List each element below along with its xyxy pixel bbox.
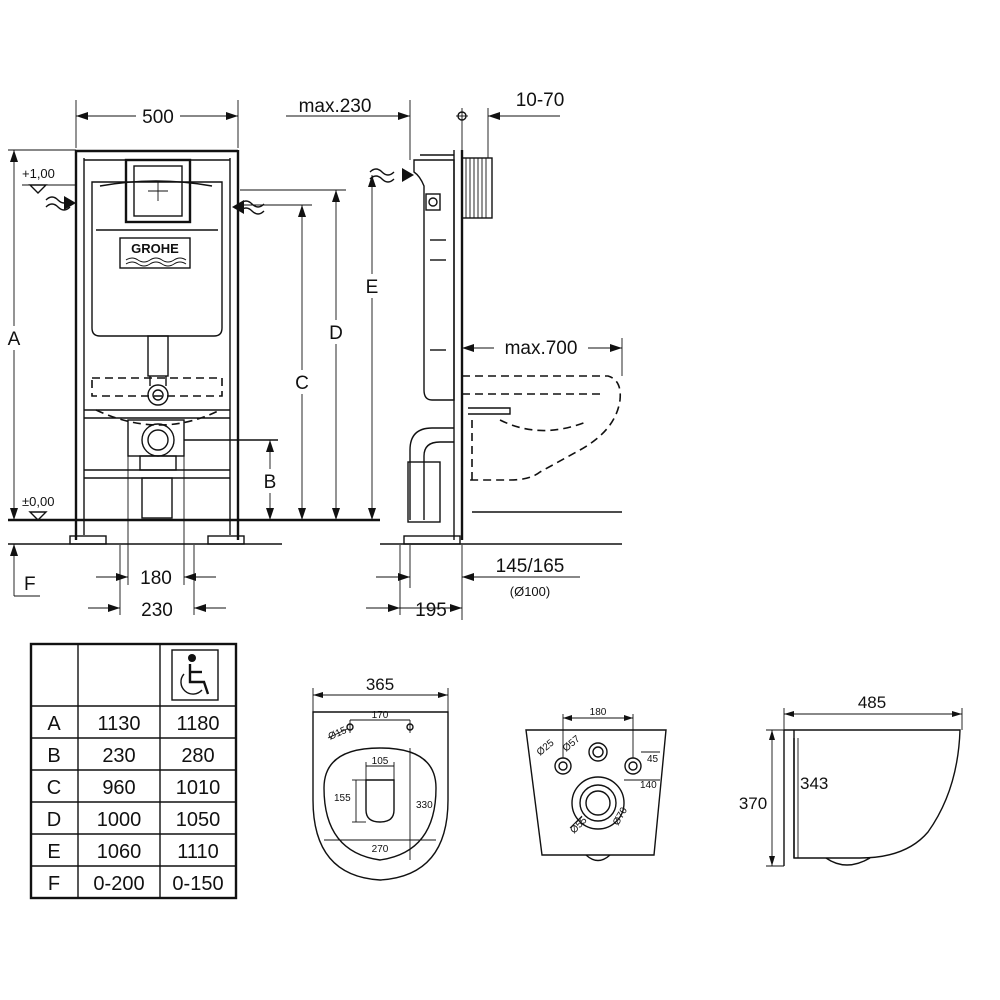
- bowl-top-dim-d15: Ø15: [327, 725, 349, 743]
- dim-label-F: F: [24, 574, 36, 595]
- bowl-rear-dim-d55: Ø55: [568, 815, 589, 836]
- dim-180: 180: [140, 568, 172, 589]
- dim-max230: max.230: [299, 96, 372, 117]
- bowl-top-dim-155: 155: [334, 793, 351, 804]
- table-row: A 1130 1180: [47, 713, 219, 735]
- front-view: GROHE 500: [5, 100, 380, 621]
- brand-logo: GROHE: [131, 241, 179, 256]
- bowl-top-dim-170: 170: [372, 710, 389, 721]
- bowl-top-view: 365 170 Ø15 105 155 330 270: [312, 675, 449, 881]
- table-cell-key: C: [47, 777, 61, 799]
- dim-max700: max.700: [505, 338, 578, 359]
- dim-195: 195: [415, 600, 447, 621]
- bowl-rear-dim-d25: Ø25: [535, 737, 557, 758]
- dim-label-C: C: [295, 373, 309, 394]
- table-cell-standard: 1000: [97, 809, 142, 831]
- table-cell-standard: 0-200: [93, 873, 144, 895]
- bowl-rear-dim-45: 45: [647, 754, 659, 765]
- table-row: E 1060 1110: [47, 841, 218, 863]
- bowl-rear-dim-d57: Ø57: [561, 733, 583, 754]
- level-top-label: +1,00: [22, 166, 55, 181]
- bowl-side-view: 485 370 343: [736, 693, 963, 867]
- dim-10-70: 10-70: [516, 90, 565, 111]
- bowl-top-dim-105: 105: [372, 756, 389, 767]
- table-cell-standard: 1060: [97, 841, 142, 863]
- table-cell-standard: 230: [102, 745, 135, 767]
- dim-145-165: 145/165: [496, 556, 565, 577]
- table-cell-standard: 960: [102, 777, 135, 799]
- table-row: C 960 1010: [47, 777, 220, 799]
- bowl-side-dim-370: 370: [739, 794, 767, 813]
- table-row: D 1000 1050: [47, 809, 220, 831]
- table-cell-standard: 1130: [97, 713, 140, 735]
- dim-width-500: 500: [142, 107, 174, 128]
- bowl-rear-view: 180 Ø25 Ø57 45 140 Ø55 Ø70: [525, 707, 667, 862]
- bowl-side-dim-343: 343: [800, 774, 828, 793]
- bowl-rear-dim-d70: Ø70: [611, 805, 630, 827]
- bowl-top-dim-365: 365: [366, 675, 394, 694]
- table-cell-accessible: 1110: [177, 841, 219, 863]
- table-cell-accessible: 1010: [176, 777, 221, 799]
- table-cell-accessible: 1180: [176, 713, 219, 735]
- table-cell-key: B: [47, 745, 60, 767]
- table-row: B 230 280: [47, 745, 214, 767]
- dim-label-B: B: [264, 472, 277, 493]
- bowl-side-dim-485: 485: [858, 693, 886, 712]
- wheelchair-icon: [171, 649, 219, 701]
- dim-label-A: A: [8, 329, 21, 350]
- table-cell-accessible: 0-150: [172, 873, 223, 895]
- bowl-rear-dim-140: 140: [640, 780, 657, 791]
- bowl-top-dim-330: 330: [416, 800, 433, 811]
- dim-label-D: D: [329, 323, 343, 344]
- bowl-top-dim-270: 270: [372, 844, 389, 855]
- level-bottom-label: ±0,00: [22, 494, 54, 509]
- table-cell-key: F: [48, 873, 60, 895]
- bowl-rear-dim-180: 180: [590, 707, 607, 718]
- table-cell-key: E: [47, 841, 60, 863]
- dim-label-E: E: [366, 277, 379, 298]
- dim-d100: (Ø100): [510, 584, 550, 599]
- dim-230: 230: [141, 600, 173, 621]
- side-view: max.230 10-70 E max.700 145/165 (Ø100): [286, 90, 623, 621]
- table-cell-key: A: [47, 713, 61, 735]
- table-cell-accessible: 280: [181, 745, 214, 767]
- table-cell-accessible: 1050: [176, 809, 221, 831]
- table-cell-key: D: [47, 809, 61, 831]
- table-row: F 0-200 0-150: [48, 873, 224, 895]
